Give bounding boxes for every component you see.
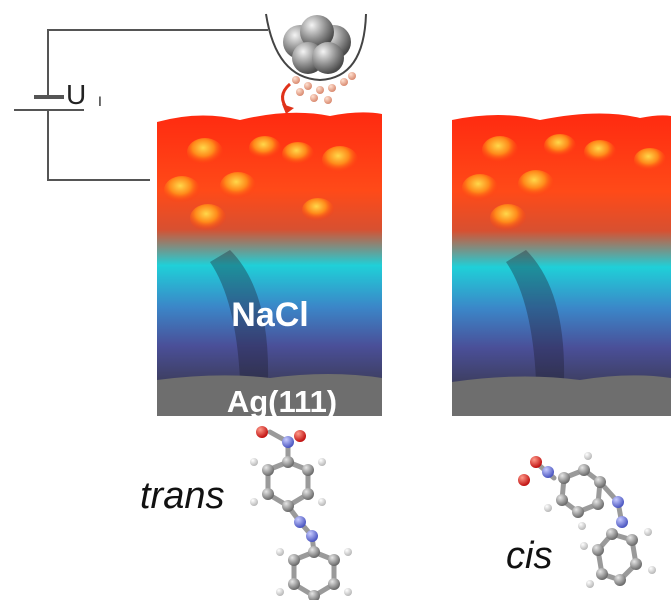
stm-tip <box>265 13 367 114</box>
oxygen-atom <box>294 430 306 442</box>
stm-panel-left: NaCl Ag(111) <box>157 112 382 419</box>
circuit-wire-top <box>47 29 268 97</box>
adsorbate-bump <box>518 170 554 198</box>
adsorbate-bump <box>490 204 526 232</box>
excitation-arrowhead <box>282 104 294 114</box>
nitrogen-atom <box>306 530 318 542</box>
step-edge-shadow <box>210 250 269 380</box>
circuit-wire-bottom <box>47 110 150 181</box>
voltage-label: U <box>66 79 86 110</box>
oxygen-atom <box>530 456 542 468</box>
surface-topography-left <box>157 112 382 391</box>
step-edge-shadow <box>506 250 565 380</box>
nitrogen-atom <box>294 516 306 528</box>
adsorbate-bump <box>282 142 314 166</box>
adsorbate-bump <box>462 174 498 202</box>
tip-atoms <box>283 15 351 74</box>
layer-label-ag111: Ag(111) <box>227 384 337 419</box>
layer-label-nacl: NaCl <box>231 296 308 334</box>
tip-outline <box>265 13 367 82</box>
adsorbate-bump <box>164 176 200 204</box>
trans-label: trans <box>140 475 224 517</box>
stm-panel-right <box>452 113 671 416</box>
trans-atoms <box>250 426 352 600</box>
adsorbate-bump <box>482 136 518 164</box>
nitrogen-atom <box>282 436 294 448</box>
adsorbate-bump <box>634 148 666 172</box>
nitrogen-atom <box>542 466 554 478</box>
nitrogen-atom <box>616 516 628 528</box>
adsorbate-bump <box>584 140 616 164</box>
surface-topography-right <box>452 113 671 393</box>
nitrogen-atom <box>612 496 624 508</box>
oxygen-atom <box>518 474 530 486</box>
substrate-left <box>157 374 382 416</box>
trans-molecule <box>265 429 337 599</box>
bias-circuit <box>14 29 268 181</box>
adsorbate-bump <box>302 198 334 222</box>
adsorbate-bump <box>187 138 223 166</box>
adsorbate-bump <box>322 146 358 174</box>
oxygen-atom <box>256 426 268 438</box>
adsorbate-bump <box>220 172 256 200</box>
electron-cloud <box>292 72 356 104</box>
voltage-subscript: I <box>98 93 102 109</box>
cis-label: cis <box>506 535 552 577</box>
adsorbate-bump <box>249 136 281 160</box>
cis-atoms <box>518 452 656 588</box>
adsorbate-bump <box>544 134 576 158</box>
adsorbate-bump <box>190 204 226 232</box>
substrate-right <box>452 375 671 416</box>
